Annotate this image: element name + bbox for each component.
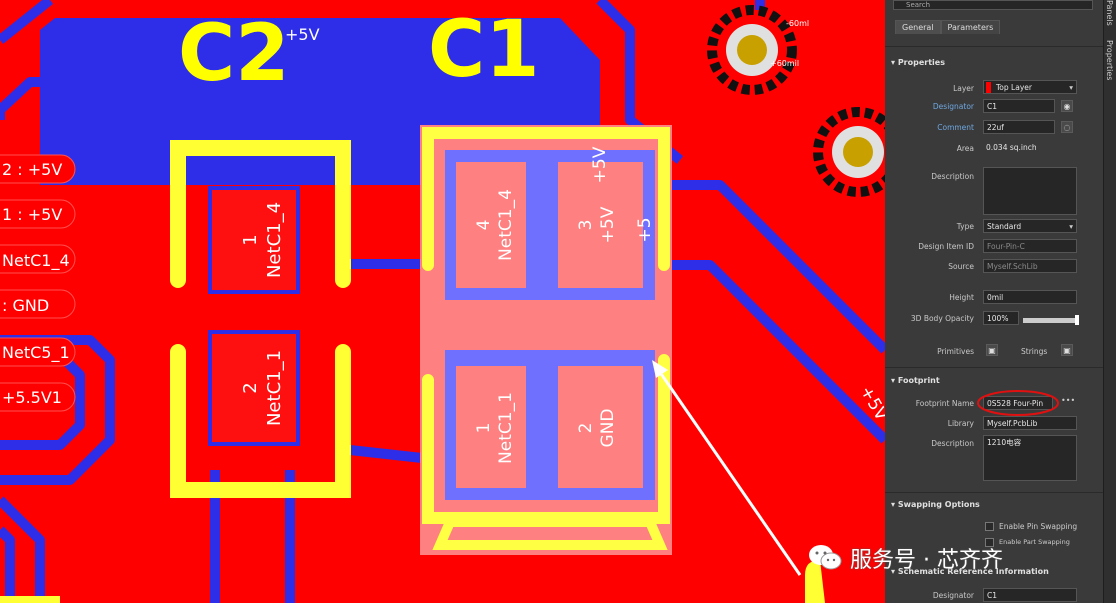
section-schematic-ref[interactable]: ▾ Schematic Reference Information	[891, 567, 1049, 576]
comment-visibility-icon[interactable]: ◌	[1061, 121, 1073, 133]
pcb-canvas[interactable]: 2 : +5V 1 : +5V NetC1_4 : GND NetC5_1 +5…	[0, 0, 885, 603]
swapping-title: Swapping Options	[897, 500, 980, 509]
description-label: Description	[931, 172, 974, 181]
primitives-lock-icon[interactable]: ▣	[986, 344, 998, 356]
design-item-id-label: Design Item ID	[918, 242, 974, 251]
left-net-2: NetC1_4	[2, 251, 70, 271]
type-select[interactable]: Standard	[983, 219, 1077, 233]
height-label: Height	[949, 293, 974, 302]
layer-select[interactable]: Top Layer	[983, 80, 1077, 94]
library-field[interactable]: Myself.PcbLib	[983, 416, 1077, 430]
strings-lock-icon[interactable]: ▣	[1061, 344, 1073, 356]
tab-general[interactable]: General	[895, 20, 941, 34]
via-2-label: +60mil	[770, 59, 799, 68]
footprint-name-field[interactable]: 0S528 Four-Pin	[983, 396, 1053, 410]
c2-net-label: +5V	[285, 25, 320, 44]
c1-designator: C1	[428, 5, 540, 95]
c2-pad1-net: NetC1_4	[264, 202, 285, 278]
section-properties[interactable]: ▾ Properties	[891, 58, 945, 67]
visibility-eye-icon[interactable]: ◉	[1061, 100, 1073, 112]
watermark-text: 服务号 · 芯齐齐	[850, 548, 1003, 573]
left-net-4: NetC5_1	[2, 343, 70, 363]
component-c2[interactable]: 1 NetC1_4 2 NetC1_1 C2 +5V	[170, 9, 351, 498]
type-label: Type	[956, 222, 974, 231]
body-opacity-slider[interactable]	[1023, 318, 1079, 323]
side-tab-properties[interactable]: Properties	[1105, 40, 1114, 81]
layer-color-swatch	[986, 82, 991, 93]
vertical-side-tabs: Panels Properties	[1103, 0, 1116, 603]
c1-pad4-num: 4	[474, 220, 494, 231]
c2-designator: C2	[178, 9, 290, 99]
c2-pad2-num: 2	[240, 382, 261, 393]
layer-label: Layer	[953, 84, 974, 93]
c1-pad2-num: 2	[576, 423, 596, 434]
fp-description-label: Description	[931, 439, 974, 448]
via-1[interactable]: -60ml +60mil	[707, 5, 809, 95]
area-label: Area	[956, 144, 974, 153]
area-value: 0.034 sq.inch	[986, 143, 1037, 152]
description-field[interactable]	[983, 167, 1077, 215]
primitives-label: Primitives	[937, 347, 974, 356]
via-2[interactable]	[813, 107, 885, 197]
c1-top-net: +5V	[590, 146, 610, 183]
body-opacity-slider-knob[interactable]	[1075, 315, 1079, 325]
footprint-highlight-ellipse	[977, 390, 1059, 416]
comment-field[interactable]: 22uf	[983, 120, 1055, 134]
enable-part-swapping-label: Enable Part Swapping	[999, 538, 1070, 546]
section-swapping[interactable]: ▾ Swapping Options	[891, 500, 980, 509]
watermark: 服务号 · 芯齐齐	[808, 540, 1003, 576]
schematic-ref-title: Schematic Reference Information	[897, 567, 1049, 576]
via-1-label: -60ml	[786, 19, 809, 28]
properties-title: Properties	[897, 58, 945, 67]
library-label: Library	[947, 419, 974, 428]
c1-pad3-net: +5V	[598, 206, 618, 243]
sch-designator-field[interactable]: C1	[983, 588, 1077, 602]
c2-pad2-net: NetC1_1	[264, 350, 285, 426]
height-field[interactable]: 0mil	[983, 290, 1077, 304]
c1-pad4-net: NetC1_4	[496, 189, 516, 261]
footprint-name-label: Footprint Name	[915, 399, 974, 408]
footprint-title: Footprint	[897, 376, 940, 385]
left-net-5: +5.5V1	[2, 388, 62, 407]
c1-pad2-net: GND	[598, 409, 618, 448]
c2-pad1-num: 1	[240, 234, 261, 245]
panel-tabs: General Parameters	[895, 20, 1001, 34]
tab-parameters[interactable]: Parameters	[940, 20, 1001, 34]
source-label: Source	[948, 262, 974, 271]
c1-pad1-net: NetC1_1	[496, 392, 516, 464]
sch-designator-label: Designator	[932, 591, 974, 600]
source-field[interactable]: Myself.SchLib	[983, 259, 1077, 273]
enable-pin-swapping-label: Enable Pin Swapping	[999, 522, 1078, 531]
c1-pad3-num: 3	[576, 220, 596, 231]
body-opacity-field[interactable]: 100%	[983, 311, 1019, 325]
design-item-id-field[interactable]: Four-Pin-C	[983, 239, 1077, 253]
enable-part-swapping-checkbox[interactable]	[985, 538, 994, 547]
c1-side-net: +5	[635, 217, 655, 242]
layer-value: Top Layer	[996, 83, 1032, 92]
component-c1[interactable]: 4 NetC1_4 3 +5V 1 NetC1_1 2 GND +5V +5 C…	[420, 5, 672, 555]
left-net-1: 1 : +5V	[2, 205, 62, 224]
section-footprint[interactable]: ▾ Footprint	[891, 376, 940, 385]
properties-panel: Search General Parameters ▾ Properties L…	[885, 0, 1103, 603]
comment-label: Comment	[937, 123, 974, 132]
wechat-icon	[808, 543, 842, 573]
side-tab-panels[interactable]: Panels	[1105, 0, 1114, 26]
body-opacity-label: 3D Body Opacity	[910, 314, 974, 323]
designator-label: Designator	[932, 102, 974, 111]
annotation-arrow	[652, 360, 802, 576]
designator-field[interactable]: C1	[983, 99, 1055, 113]
fp-description-field[interactable]: 1210电容	[983, 435, 1077, 481]
search-input[interactable]: Search	[893, 0, 1093, 10]
enable-pin-swapping-checkbox[interactable]	[985, 522, 994, 531]
strings-label: Strings	[1021, 347, 1048, 356]
more-icon[interactable]: •••	[1061, 396, 1076, 405]
left-net-0: 2 : +5V	[2, 160, 62, 179]
c1-pad1-num: 1	[474, 423, 494, 434]
left-net-3: : GND	[2, 296, 49, 315]
pcb-board-svg[interactable]: 2 : +5V 1 : +5V NetC1_4 : GND NetC5_1 +5…	[0, 0, 885, 603]
